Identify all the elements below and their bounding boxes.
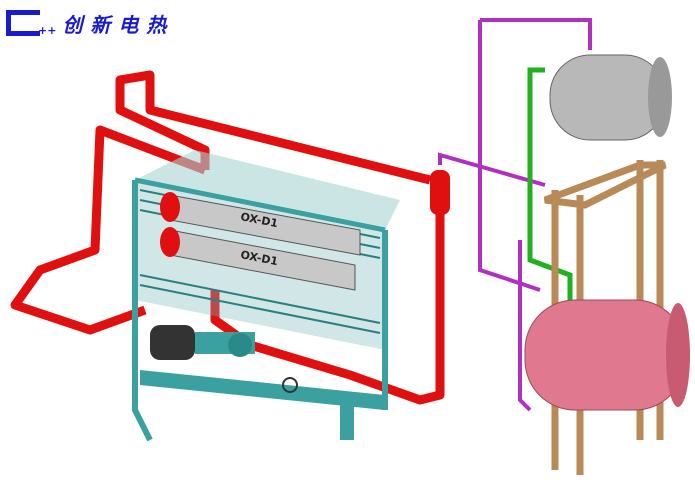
circulation-pump <box>150 325 298 393</box>
heater-tube-upper: OX-D1 <box>160 192 361 256</box>
logo-mark <box>6 10 40 36</box>
heater-tube-lower: OX-D1 <box>160 227 356 291</box>
logo-dots: ++ <box>38 23 57 37</box>
hot-oil-pipes <box>10 70 445 405</box>
logo-text: 创新电热 <box>62 12 175 37</box>
heater-cabinet <box>132 150 400 442</box>
valve-handwheel-icon <box>282 377 298 393</box>
separator-vessel <box>430 170 450 215</box>
expansion-tank <box>549 54 672 141</box>
brand-logo: ++ 创新电热 <box>6 6 174 40</box>
green-pipe <box>527 67 573 300</box>
expansion-pipes <box>438 18 592 412</box>
storage-tank <box>524 299 690 411</box>
